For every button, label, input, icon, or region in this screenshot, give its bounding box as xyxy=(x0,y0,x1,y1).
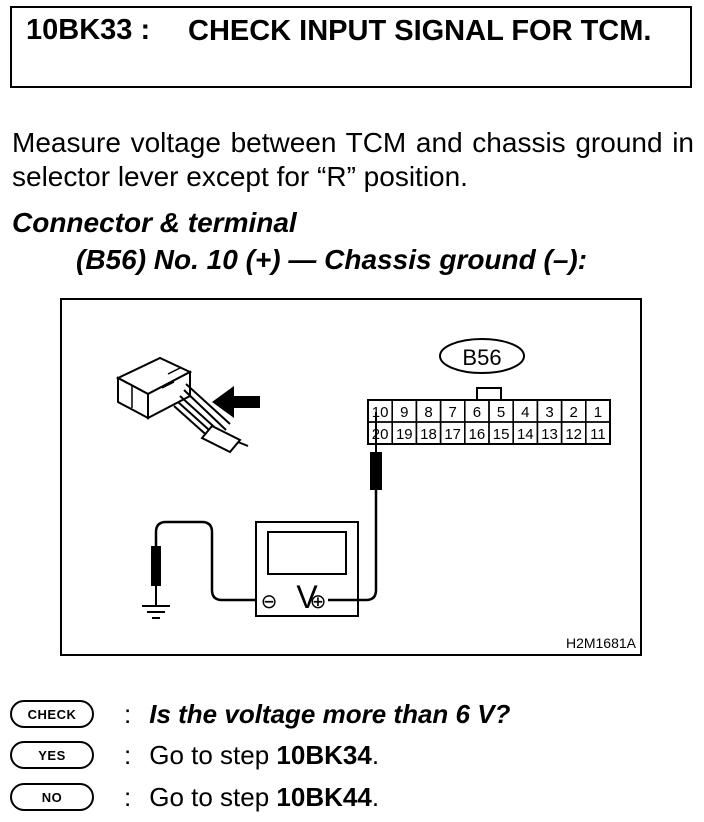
connector-detail: (B56) No. 10 (+) — Chassis ground (–): xyxy=(76,244,588,275)
no-answer: Go to step 10BK44. xyxy=(149,782,379,813)
yes-suffix: . xyxy=(371,739,380,770)
arrow-icon xyxy=(212,386,260,418)
pin-number: 2 xyxy=(570,404,578,421)
diagram-code: H2M1681A xyxy=(565,635,636,651)
negative-probe xyxy=(151,520,256,606)
pin-number: 3 xyxy=(545,404,553,421)
check-row: CHECK : Is the voltage more than 6 V? xyxy=(10,697,510,731)
pin-number: 5 xyxy=(497,404,505,421)
negative-terminal-icon: ⊖ xyxy=(261,589,278,613)
pin-number: 12 xyxy=(565,426,582,443)
pin-number: 6 xyxy=(473,404,481,421)
connector-label: Connector & terminal xyxy=(12,207,297,238)
pin-number: 10 xyxy=(372,404,389,421)
no-row: NO : Go to step 10BK44. xyxy=(10,780,379,814)
yes-badge: YES xyxy=(10,741,94,769)
connector-latch xyxy=(476,387,502,401)
pin-number: 7 xyxy=(449,404,457,421)
pin-number: 14 xyxy=(517,426,534,443)
yes-colon: : xyxy=(124,739,132,770)
pin-number: 20 xyxy=(372,426,389,443)
no-badge: NO xyxy=(10,783,94,811)
check-question: Is the voltage more than 6 V? xyxy=(149,698,511,729)
pin-number: 9 xyxy=(400,404,408,421)
pin-number: 13 xyxy=(541,426,558,443)
pin-cell xyxy=(585,421,611,445)
pin-number: 8 xyxy=(424,404,432,421)
check-badge: CHECK xyxy=(10,700,94,728)
yes-step-link[interactable]: 10BK34 xyxy=(276,739,372,770)
yes-answer: Go to step 10BK34. xyxy=(149,740,379,771)
connector-id-oval xyxy=(439,338,525,374)
pin-number: 11 xyxy=(590,426,606,443)
pin-number: 16 xyxy=(469,426,486,443)
connector-id: B56 xyxy=(462,345,501,370)
pin-number: 1 xyxy=(594,404,602,421)
no-suffix: . xyxy=(371,781,380,812)
no-step-link[interactable]: 10BK44 xyxy=(276,781,372,812)
instruction-text: Measure voltage between TCM and chassis … xyxy=(12,127,694,192)
voltmeter-symbol: V xyxy=(296,579,318,615)
step-title: CHECK INPUT SIGNAL FOR TCM. xyxy=(188,15,652,47)
pin-number: 18 xyxy=(420,426,437,443)
pin-number: 19 xyxy=(396,426,413,443)
positive-terminal-icon: ⊕ xyxy=(310,589,327,613)
no-prefix: Go to step xyxy=(149,781,277,812)
yes-prefix: Go to step xyxy=(149,739,277,770)
pin-number: 4 xyxy=(521,404,529,421)
pin-number: 15 xyxy=(493,426,510,443)
step-id: 10BK33 : xyxy=(26,14,151,46)
positive-probe xyxy=(328,412,382,602)
pin-number: 17 xyxy=(444,426,461,443)
ground-icon xyxy=(142,605,170,619)
yes-row: YES : Go to step 10BK34. xyxy=(10,738,379,772)
voltmeter-display xyxy=(267,531,347,575)
step-header: 10BK33 : CHECK INPUT SIGNAL FOR TCM. xyxy=(10,6,692,88)
check-colon: : xyxy=(124,698,132,729)
connector-illustration xyxy=(115,356,249,454)
no-colon: : xyxy=(124,781,132,812)
